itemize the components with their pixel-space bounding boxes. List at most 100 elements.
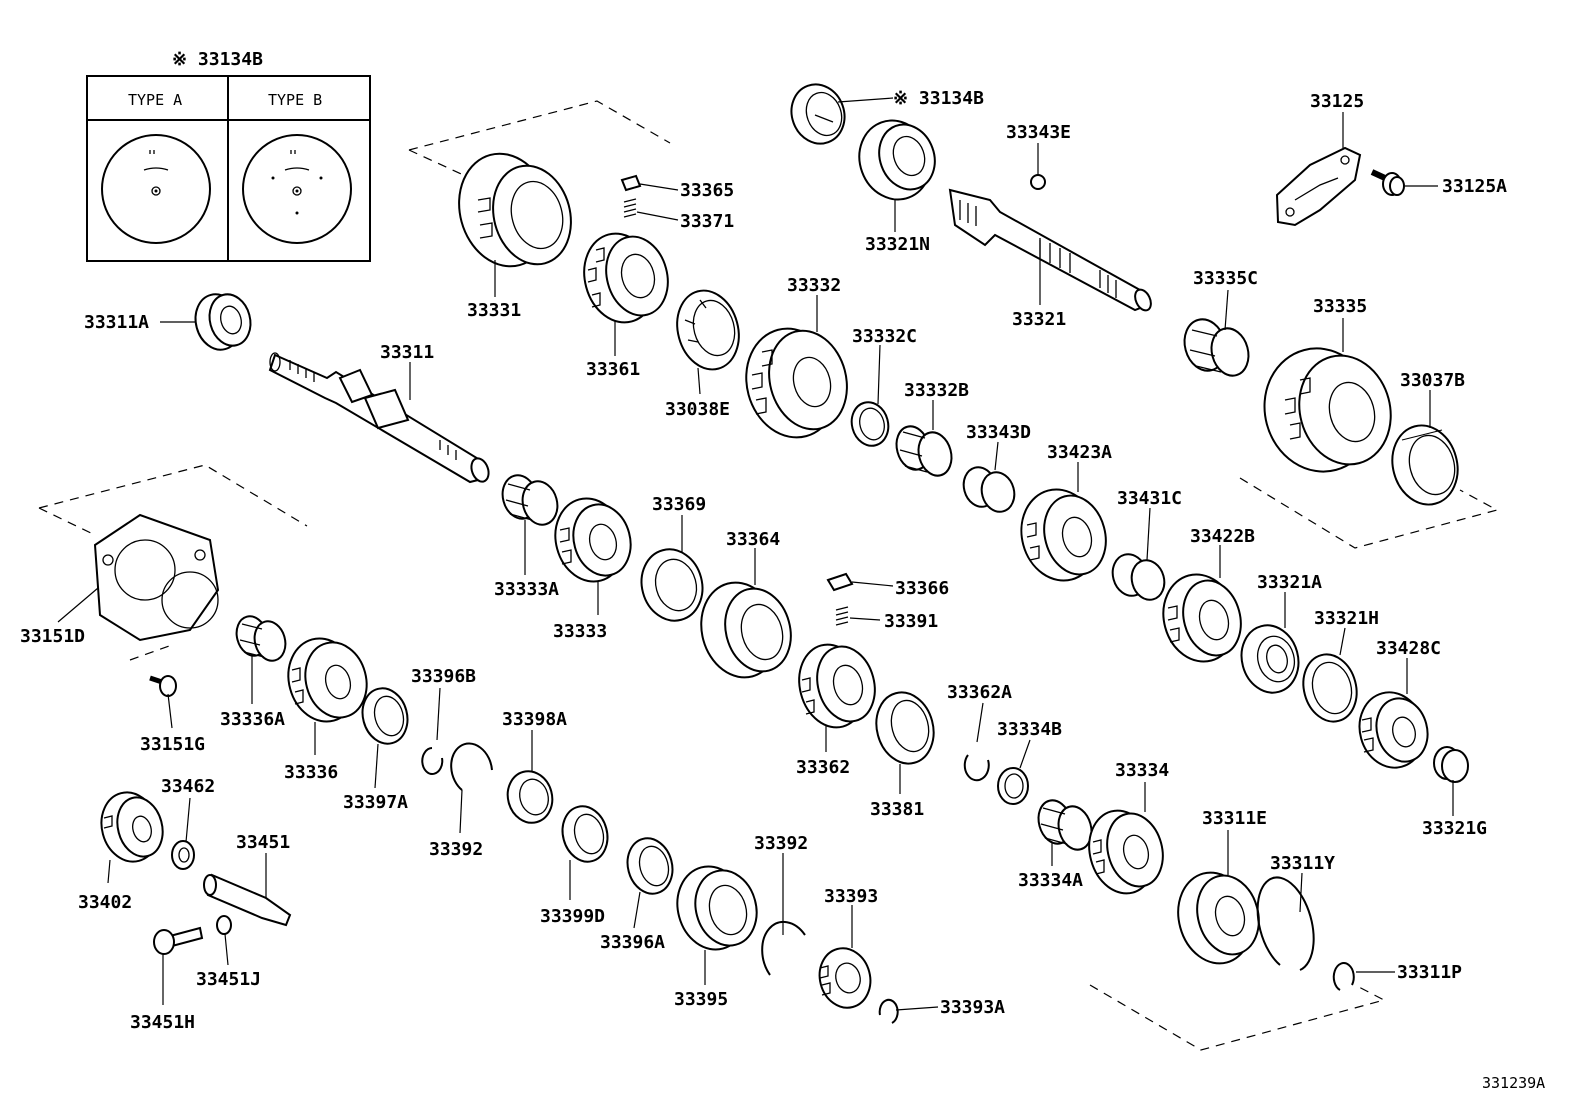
bearing-33321n[interactable] [848,110,943,209]
label-33422b[interactable]: 33422B [1190,526,1255,547]
label-33336a[interactable]: 33336A [220,709,285,730]
synchro-ring-33381[interactable] [869,686,942,770]
synchro-ring-33399d[interactable] [557,801,614,866]
label-33397a[interactable]: 33397A [343,792,408,813]
gear-33332[interactable] [734,318,857,448]
label-33125[interactable]: 33125 [1310,91,1364,112]
gear-33422b[interactable] [1154,566,1249,670]
gear-33428c[interactable] [1351,685,1434,775]
label-33134b-top[interactable]: ※ 33134B [893,88,984,109]
label-33451h[interactable]: 33451H [130,1012,195,1033]
label-33333a[interactable]: 33333A [494,579,559,600]
washer-33462[interactable] [171,840,195,870]
label-33395[interactable]: 33395 [674,989,728,1010]
nut-33321g[interactable] [1433,746,1469,783]
label-33365[interactable]: 33365 [680,180,734,201]
key-33366[interactable] [826,572,854,592]
needle-bearing-33335c[interactable] [1179,315,1254,380]
label-33361[interactable]: 33361 [586,359,640,380]
label-33335[interactable]: 33335 [1313,296,1367,317]
label-33038e[interactable]: 33038E [665,399,730,420]
label-33451j[interactable]: 33451J [196,969,261,990]
label-33396a[interactable]: 33396A [600,932,665,953]
needle-bearing-33333a[interactable] [498,471,562,528]
hub-33362[interactable] [790,637,883,735]
hub-33393[interactable] [813,943,877,1014]
needle-bearing-33332b[interactable] [892,423,956,480]
bolt-33451h[interactable] [153,926,204,955]
bolt-33125a[interactable] [1370,169,1405,196]
bearing-retainer-33151d[interactable] [93,513,220,642]
label-33399d[interactable]: 33399D [540,906,605,927]
label-33392-right[interactable]: 33392 [754,833,808,854]
oil-receiver-disc[interactable] [783,77,852,151]
sleeve-33395[interactable] [668,859,765,958]
label-33336[interactable]: 33336 [284,762,338,783]
snap-ring-33393a[interactable] [878,998,899,1024]
collar-33431c[interactable] [1108,550,1168,603]
synchro-ring-33397a[interactable] [357,683,414,748]
washer-33334b[interactable] [997,767,1029,805]
input-shaft-33311[interactable] [268,352,492,484]
gear-33402[interactable] [94,786,169,868]
sleeve-33331[interactable] [447,143,582,276]
label-33391[interactable]: 33391 [884,611,938,632]
label-33369[interactable]: 33369 [652,494,706,515]
collar-33398a[interactable] [502,766,558,828]
label-33333[interactable]: 33333 [553,621,607,642]
label-33402[interactable]: 33402 [78,892,132,913]
key-33365[interactable] [620,174,642,192]
label-33037b[interactable]: 33037B [1400,370,1465,391]
label-33321h[interactable]: 33321H [1314,608,1379,629]
snap-ring-33396b[interactable] [421,747,444,775]
label-33393[interactable]: 33393 [824,886,878,907]
label-33332c[interactable]: 33332C [852,326,917,347]
shaft-33451[interactable] [203,873,292,927]
spring-33371[interactable] [623,198,637,218]
collar-33343d[interactable] [959,464,1018,516]
label-33428c[interactable]: 33428C [1376,638,1441,659]
synchro-ring-33037b[interactable] [1384,418,1467,512]
steel-ball-33343e[interactable] [1030,174,1046,190]
label-33331[interactable]: 33331 [467,300,521,321]
label-33334b[interactable]: 33334B [997,719,1062,740]
needle-bearing-33336a[interactable] [232,613,289,664]
label-33335c[interactable]: 33335C [1193,268,1258,289]
shifting-key-spring-right[interactable] [761,921,806,976]
label-33462[interactable]: 33462 [161,776,215,797]
gear-33335[interactable] [1251,336,1403,484]
label-33392-left[interactable]: 33392 [429,839,483,860]
thrust-ring-33332c[interactable] [847,398,893,450]
label-33311p[interactable]: 33311P [1397,962,1462,983]
snap-ring-33311y[interactable] [1256,876,1315,971]
label-33151g[interactable]: 33151G [140,734,205,755]
label-33311y[interactable]: 33311Y [1270,853,1335,874]
snap-ring-33311p[interactable] [1332,962,1355,991]
label-33364[interactable]: 33364 [726,529,780,550]
label-33398a[interactable]: 33398A [502,709,567,730]
washer-33451j[interactable] [216,915,232,935]
label-33362a[interactable]: 33362A [947,682,1012,703]
label-33151d[interactable]: 33151D [20,626,85,647]
label-33393a[interactable]: 33393A [940,997,1005,1018]
bearing-33311a[interactable] [190,289,257,354]
label-33332b[interactable]: 33332B [904,380,969,401]
bearing-33321a[interactable] [1234,619,1306,699]
synchro-ring-33396a[interactable] [622,833,679,898]
spacer-33321h[interactable] [1296,648,1364,727]
gear-33334[interactable] [1080,803,1170,901]
label-33311[interactable]: 33311 [380,342,434,363]
shifting-key-spring-left[interactable] [450,742,493,791]
label-33423a[interactable]: 33423A [1047,442,1112,463]
synchro-ring-33038e[interactable] [669,284,748,377]
gear-33336[interactable] [279,631,375,730]
sleeve-33364[interactable] [691,574,800,686]
label-33311a[interactable]: 33311A [84,312,149,333]
label-33321a[interactable]: 33321A [1257,572,1322,593]
label-33321g[interactable]: 33321G [1422,818,1487,839]
gear-33423a[interactable] [1011,481,1114,590]
label-33311e[interactable]: 33311E [1202,808,1267,829]
synchro-ring-33369[interactable] [634,542,711,627]
label-33321n[interactable]: 33321N [865,234,930,255]
screw-33151g[interactable] [149,675,177,697]
